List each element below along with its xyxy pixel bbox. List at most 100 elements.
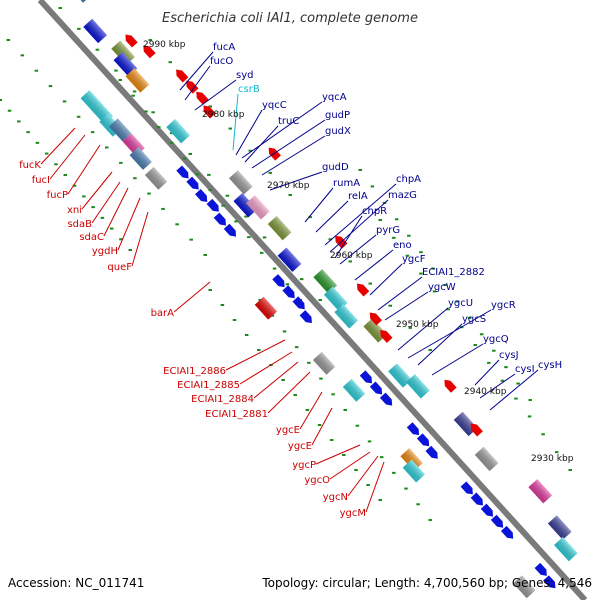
tick-dot bbox=[119, 161, 123, 164]
label-leader bbox=[67, 144, 101, 195]
tick-dot bbox=[479, 333, 484, 336]
tick-dot bbox=[392, 471, 396, 474]
reverse-gene-arrow bbox=[268, 147, 281, 161]
forward-gene-arrow bbox=[206, 198, 219, 212]
tick-dot bbox=[114, 69, 118, 72]
tick-dot bbox=[118, 79, 122, 81]
gene-label-pyrg: pyrG bbox=[376, 225, 400, 236]
gene-label-mazg: mazG bbox=[388, 190, 417, 201]
gene-label-fuco: fucO bbox=[210, 56, 233, 67]
forward-gene-arrow bbox=[282, 285, 295, 299]
tick-dot bbox=[500, 379, 505, 382]
tick-dot bbox=[428, 349, 432, 351]
dna-backbone bbox=[37, 0, 588, 600]
kbp-label: 2990 kbp bbox=[143, 40, 186, 50]
reverse-gene-arrow bbox=[143, 45, 156, 59]
tick-dot bbox=[72, 184, 77, 187]
forward-gene-arrow bbox=[543, 575, 556, 589]
tick-dot bbox=[343, 409, 347, 411]
tick-dot bbox=[272, 267, 277, 270]
tick-dot bbox=[319, 377, 323, 380]
feature-block bbox=[547, 515, 572, 540]
tick-dot bbox=[221, 204, 225, 207]
tick-dot bbox=[308, 216, 312, 219]
topology-text: Topology: circular; Length: 4,700,560 bp… bbox=[261, 576, 592, 590]
tick-dot bbox=[35, 141, 40, 144]
label-leader bbox=[377, 276, 423, 311]
gene-label-fucp: fucP bbox=[47, 190, 68, 201]
label-leader bbox=[40, 127, 76, 165]
feature-block bbox=[553, 536, 578, 562]
feature-block bbox=[342, 378, 366, 402]
tick-dot bbox=[378, 499, 382, 501]
tick-dot bbox=[388, 304, 392, 307]
label-leader bbox=[369, 263, 403, 296]
tick-dot bbox=[100, 216, 105, 219]
feature-block bbox=[474, 446, 499, 472]
tick-dot bbox=[527, 415, 532, 418]
tick-dot bbox=[147, 192, 151, 195]
kbp-label: 2970 kbp bbox=[267, 181, 310, 191]
label-leader bbox=[131, 211, 149, 267]
feature-block bbox=[83, 18, 107, 44]
gene-label-fuca: fucA bbox=[213, 42, 235, 53]
tick-dot bbox=[247, 236, 251, 239]
tick-dot bbox=[504, 366, 508, 369]
tick-dot bbox=[168, 61, 172, 64]
tick-dot bbox=[299, 278, 304, 281]
tick-dot bbox=[195, 173, 200, 176]
tick-dot bbox=[342, 454, 346, 456]
tick-dot bbox=[317, 424, 322, 426]
forward-gene-arrow bbox=[299, 310, 312, 324]
tick-dot bbox=[268, 171, 272, 174]
forward-gene-arrow bbox=[534, 562, 547, 576]
tick-dot bbox=[528, 399, 532, 401]
gene-label-yqcc: yqcC bbox=[262, 100, 287, 111]
label-leader bbox=[479, 373, 516, 399]
tick-dot bbox=[82, 195, 86, 198]
tick-dot bbox=[207, 173, 211, 176]
tick-dot bbox=[262, 236, 267, 239]
label-leader bbox=[179, 51, 214, 91]
gene-label-cysh: cysH bbox=[538, 360, 562, 371]
label-leader bbox=[117, 197, 141, 251]
tick-dot bbox=[225, 194, 230, 197]
label-leader bbox=[347, 455, 379, 497]
tick-dot bbox=[554, 451, 559, 454]
gene-label-eno: eno bbox=[393, 240, 412, 251]
label-leader bbox=[299, 391, 323, 430]
tick-dot bbox=[431, 267, 435, 270]
tick-dot bbox=[379, 456, 384, 459]
tick-dot bbox=[293, 394, 297, 396]
tick-dot bbox=[568, 469, 572, 471]
gene-label-ygcn: ygcN bbox=[323, 492, 348, 503]
gene-label-csrb: csrB bbox=[238, 84, 260, 95]
tick-dot bbox=[370, 185, 375, 188]
label-leader bbox=[304, 187, 334, 223]
tick-dot bbox=[405, 254, 410, 257]
tick-dot bbox=[90, 131, 95, 134]
feature-block bbox=[125, 68, 150, 93]
tick-dot bbox=[492, 349, 496, 352]
tick-dot bbox=[131, 94, 135, 97]
forward-gene-arrow bbox=[359, 370, 373, 384]
tick-dot bbox=[208, 105, 212, 108]
gene-label-rela: relA bbox=[348, 191, 368, 202]
label-leader bbox=[354, 249, 394, 281]
tick-dot bbox=[394, 218, 399, 221]
label-leader bbox=[324, 183, 397, 246]
gene-label-ygcs: ygcS bbox=[462, 314, 486, 325]
forward-gene-arrow bbox=[195, 189, 208, 203]
gene-label-ruma: rumA bbox=[333, 178, 360, 189]
tick-dot bbox=[307, 361, 311, 364]
feature-block bbox=[388, 363, 412, 388]
label-leader bbox=[173, 281, 211, 313]
reverse-gene-arrow bbox=[444, 379, 457, 393]
gene-label-gudx: gudX bbox=[325, 126, 351, 137]
gene-label-ygcr: ygcR bbox=[491, 300, 516, 311]
label-leader bbox=[339, 234, 377, 265]
reverse-gene-arrow bbox=[203, 105, 216, 119]
tick-dot bbox=[132, 90, 137, 93]
gene-label-fuck: fucK bbox=[19, 160, 41, 171]
label-leader bbox=[239, 351, 293, 385]
